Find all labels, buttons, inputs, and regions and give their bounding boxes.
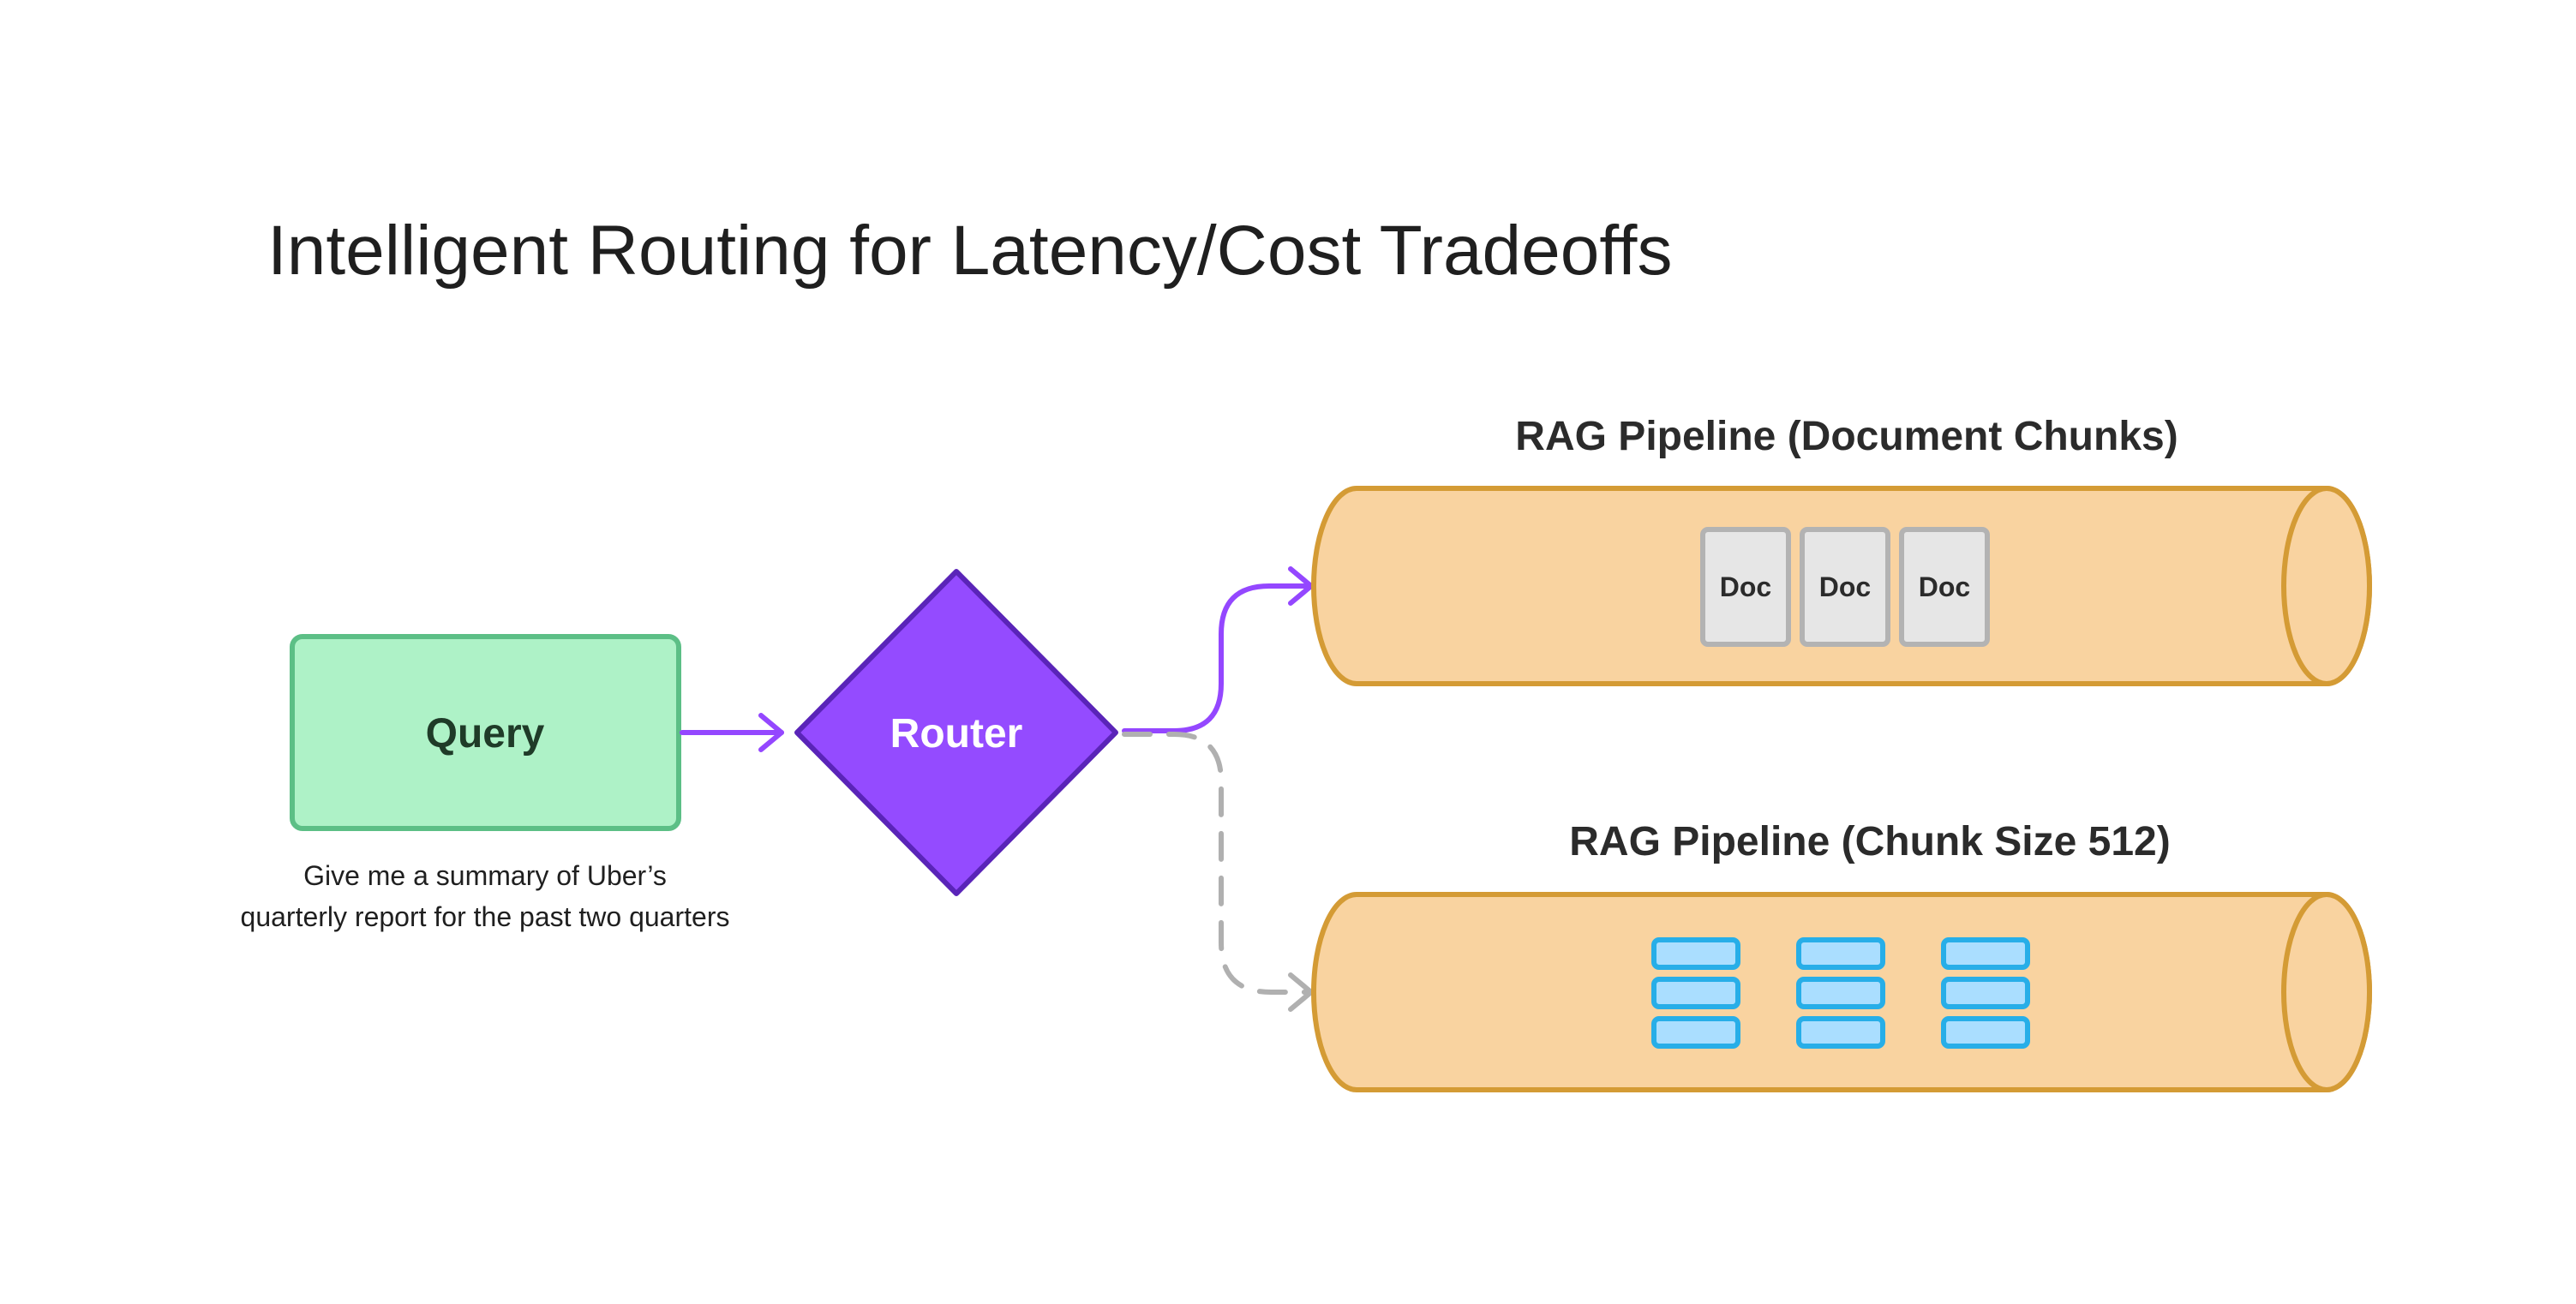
router-label: Router — [890, 711, 1023, 757]
edge-router-to-pipeline-1 — [1122, 566, 1314, 733]
query-label: Query — [426, 711, 545, 757]
chunk-stack — [1651, 937, 1740, 1049]
arrowhead-icon — [758, 713, 784, 752]
chunk-block — [1796, 937, 1885, 970]
chunk-block — [1941, 937, 2030, 970]
router-diamond — [794, 569, 1118, 896]
chunk-block — [1651, 1016, 1740, 1049]
query-caption-line-2: quarterly report for the past two quarte… — [241, 901, 730, 932]
chunk-stacks — [1651, 937, 2030, 1049]
doc-card: Doc — [1700, 527, 1791, 647]
edge-query-to-router — [680, 713, 784, 752]
chunk-stack — [1941, 937, 2030, 1049]
query-box — [290, 634, 681, 831]
pipeline-1-title: RAG Pipeline (Document Chunks) — [1515, 414, 2178, 459]
chunk-block — [1651, 937, 1740, 970]
router-node: Router — [794, 569, 1118, 896]
query-caption-line-1: Give me a summary of Uber’s — [303, 860, 667, 891]
chunk-stack — [1796, 937, 1885, 1049]
chunk-block — [1941, 977, 2030, 1009]
page-title: Intelligent Routing for Latency/Cost Tra… — [267, 212, 1672, 290]
chunk-block — [1651, 977, 1740, 1009]
doc-label: Doc — [1819, 571, 1871, 602]
arrowhead-icon — [1288, 972, 1314, 1012]
doc-label: Doc — [1919, 571, 1970, 602]
pipeline-2-title: RAG Pipeline (Chunk Size 512) — [1569, 819, 2170, 864]
doc-card: Doc — [1899, 527, 1990, 647]
chunk-block — [1796, 977, 1885, 1009]
query-node: Query — [290, 634, 681, 831]
doc-label: Doc — [1720, 571, 1771, 602]
chunk-block — [1796, 1016, 1885, 1049]
doc-card: Doc — [1800, 527, 1890, 647]
chunk-block — [1941, 1016, 2030, 1049]
edge-router-to-pipeline-2 — [1122, 732, 1314, 1012]
